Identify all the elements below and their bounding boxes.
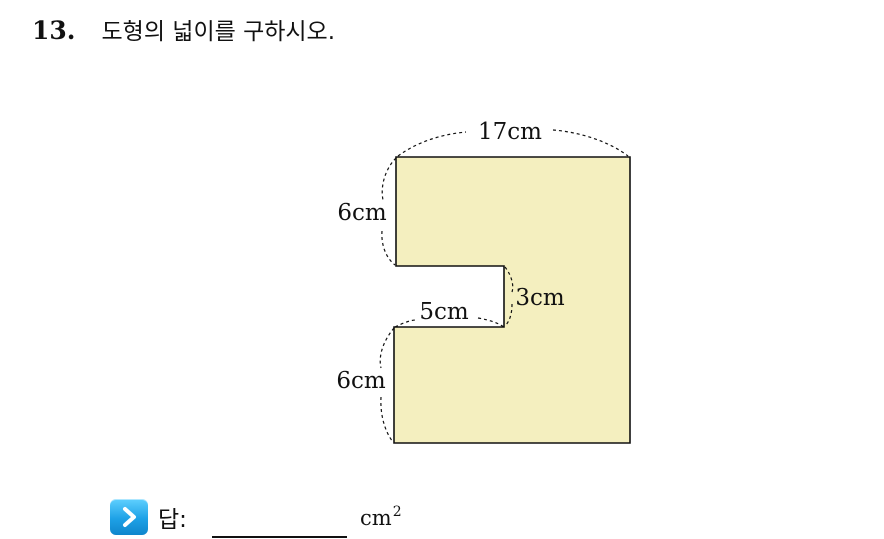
question: 13. 도형의 넓이를 구하시오. bbox=[32, 12, 335, 46]
left-upper-dimension-arc bbox=[381, 157, 397, 266]
left-lower-dimension-arc bbox=[379, 327, 395, 443]
answer-unit-base: cm bbox=[360, 506, 392, 530]
answer-blank[interactable] bbox=[212, 536, 347, 538]
answer-label: 답: bbox=[158, 507, 187, 533]
notch-height-dimension-arc bbox=[504, 266, 514, 327]
answer-unit: cm2 bbox=[360, 504, 402, 530]
top-dimension-arc bbox=[397, 129, 629, 157]
top-dimension-label: 17cm bbox=[478, 119, 542, 145]
question-text: 도형의 넓이를 구하시오. bbox=[101, 19, 336, 45]
notch-width-dimension-arc bbox=[394, 317, 505, 328]
figure-shape bbox=[393, 156, 631, 444]
left-upper-dimension-label: 6cm bbox=[337, 200, 387, 226]
chevron-right-icon bbox=[110, 499, 148, 535]
notch-width-dimension-label: 5cm bbox=[419, 299, 469, 325]
left-lower-dimension-label: 6cm bbox=[336, 368, 386, 394]
answer-unit-exponent: 2 bbox=[392, 504, 402, 520]
answer-row: 답: cm2 bbox=[110, 496, 470, 538]
question-number: 13. bbox=[32, 16, 76, 45]
notch-height-dimension-label: 3cm bbox=[515, 285, 565, 311]
